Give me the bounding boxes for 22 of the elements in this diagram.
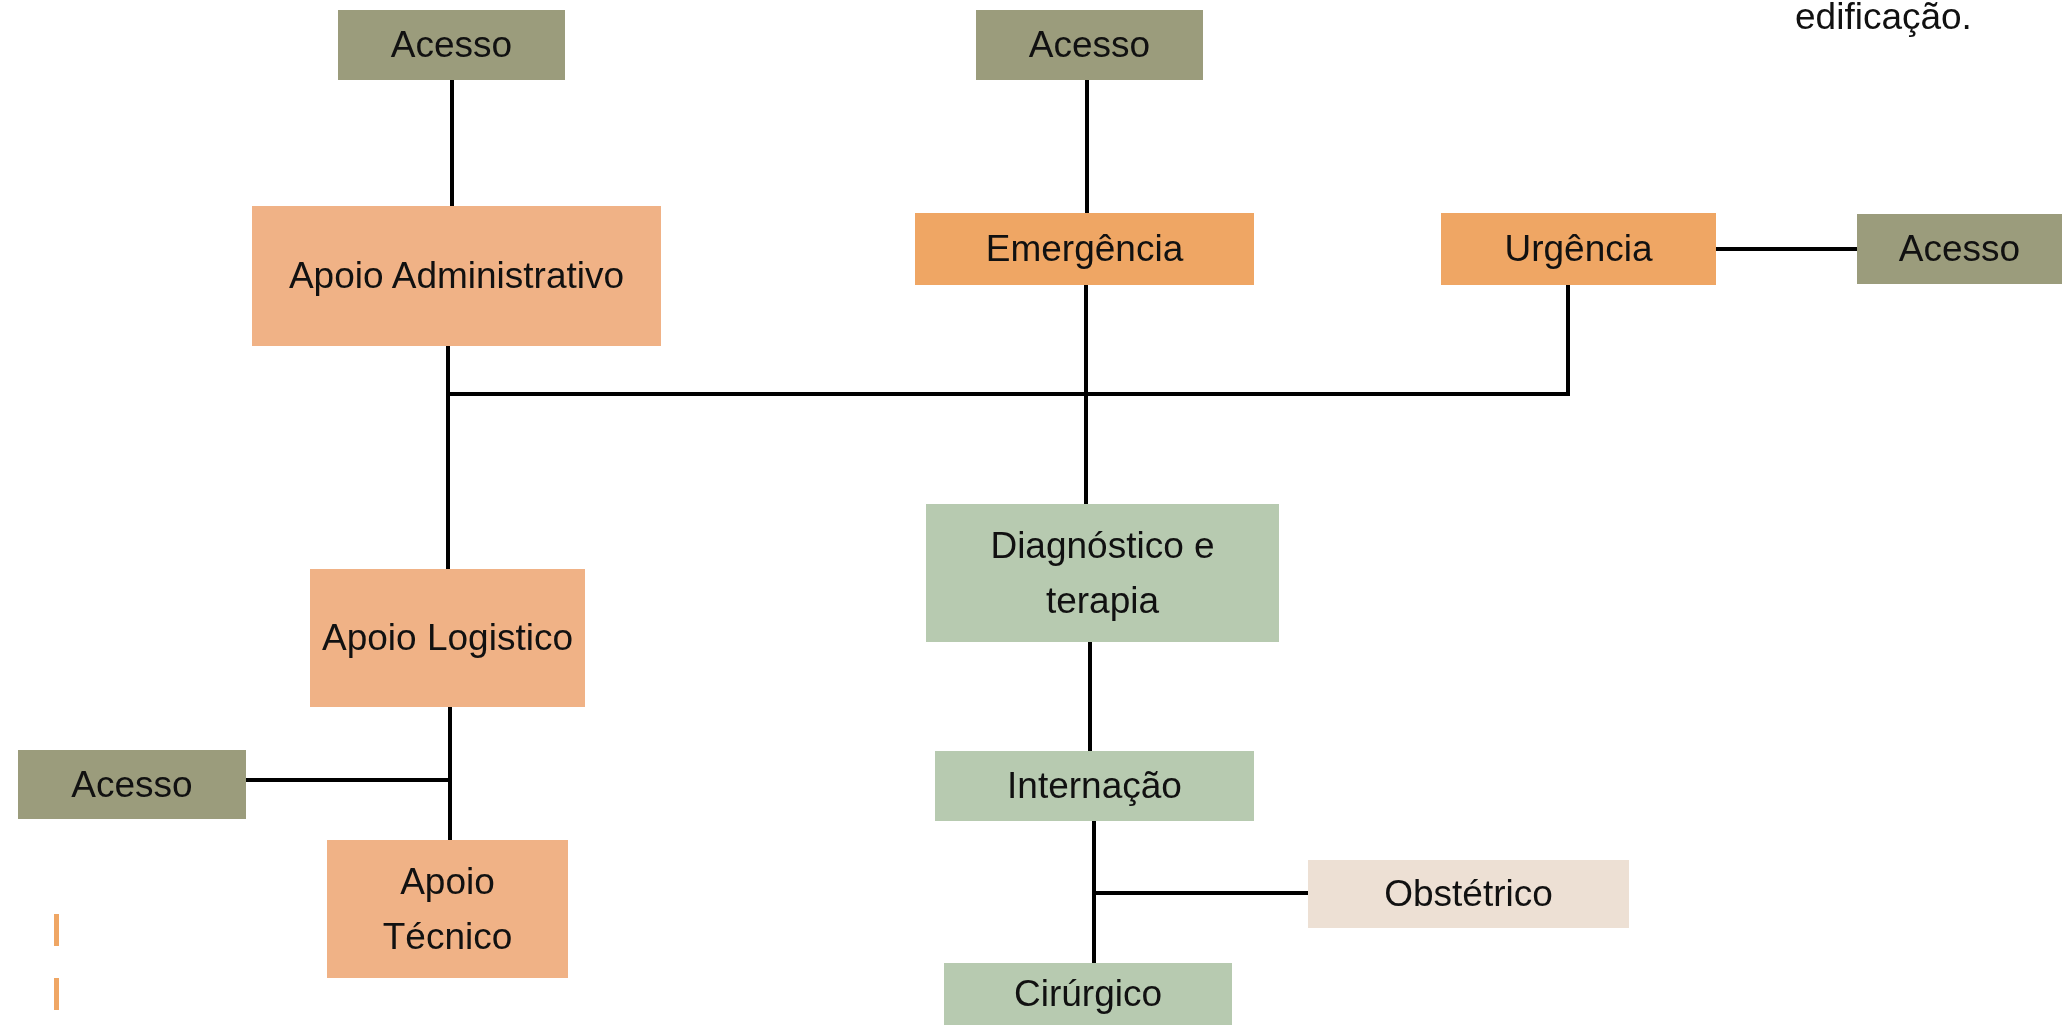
access-box: Acesso xyxy=(338,10,565,80)
connector-line xyxy=(1085,80,1089,213)
connector-line xyxy=(1092,821,1308,895)
access-box: Acesso xyxy=(976,10,1203,80)
connector-line xyxy=(446,285,1570,396)
unit-box: Diagnóstico e terapia xyxy=(926,504,1279,642)
connector-line xyxy=(246,707,452,782)
support-box: Apoio Administrativo xyxy=(252,206,661,346)
unit-box: Internação xyxy=(935,751,1254,821)
note-text: edificação. xyxy=(1795,0,1972,38)
connector-line xyxy=(1716,247,1857,251)
connector-line xyxy=(1084,285,1088,504)
unit-box: Cirúrgico xyxy=(944,963,1232,1025)
access-box: Acesso xyxy=(1857,214,2062,284)
connector-line xyxy=(450,80,454,206)
urgency-box: Urgência xyxy=(1441,213,1716,285)
support-box: Apoio Logistico xyxy=(310,569,585,707)
support-box: Apoio Técnico xyxy=(327,840,568,978)
connector-line xyxy=(1088,642,1092,751)
emergency-box: Emergência xyxy=(915,213,1254,285)
unit-box: Obstétrico xyxy=(1308,860,1629,928)
access-box: Acesso xyxy=(18,750,246,819)
